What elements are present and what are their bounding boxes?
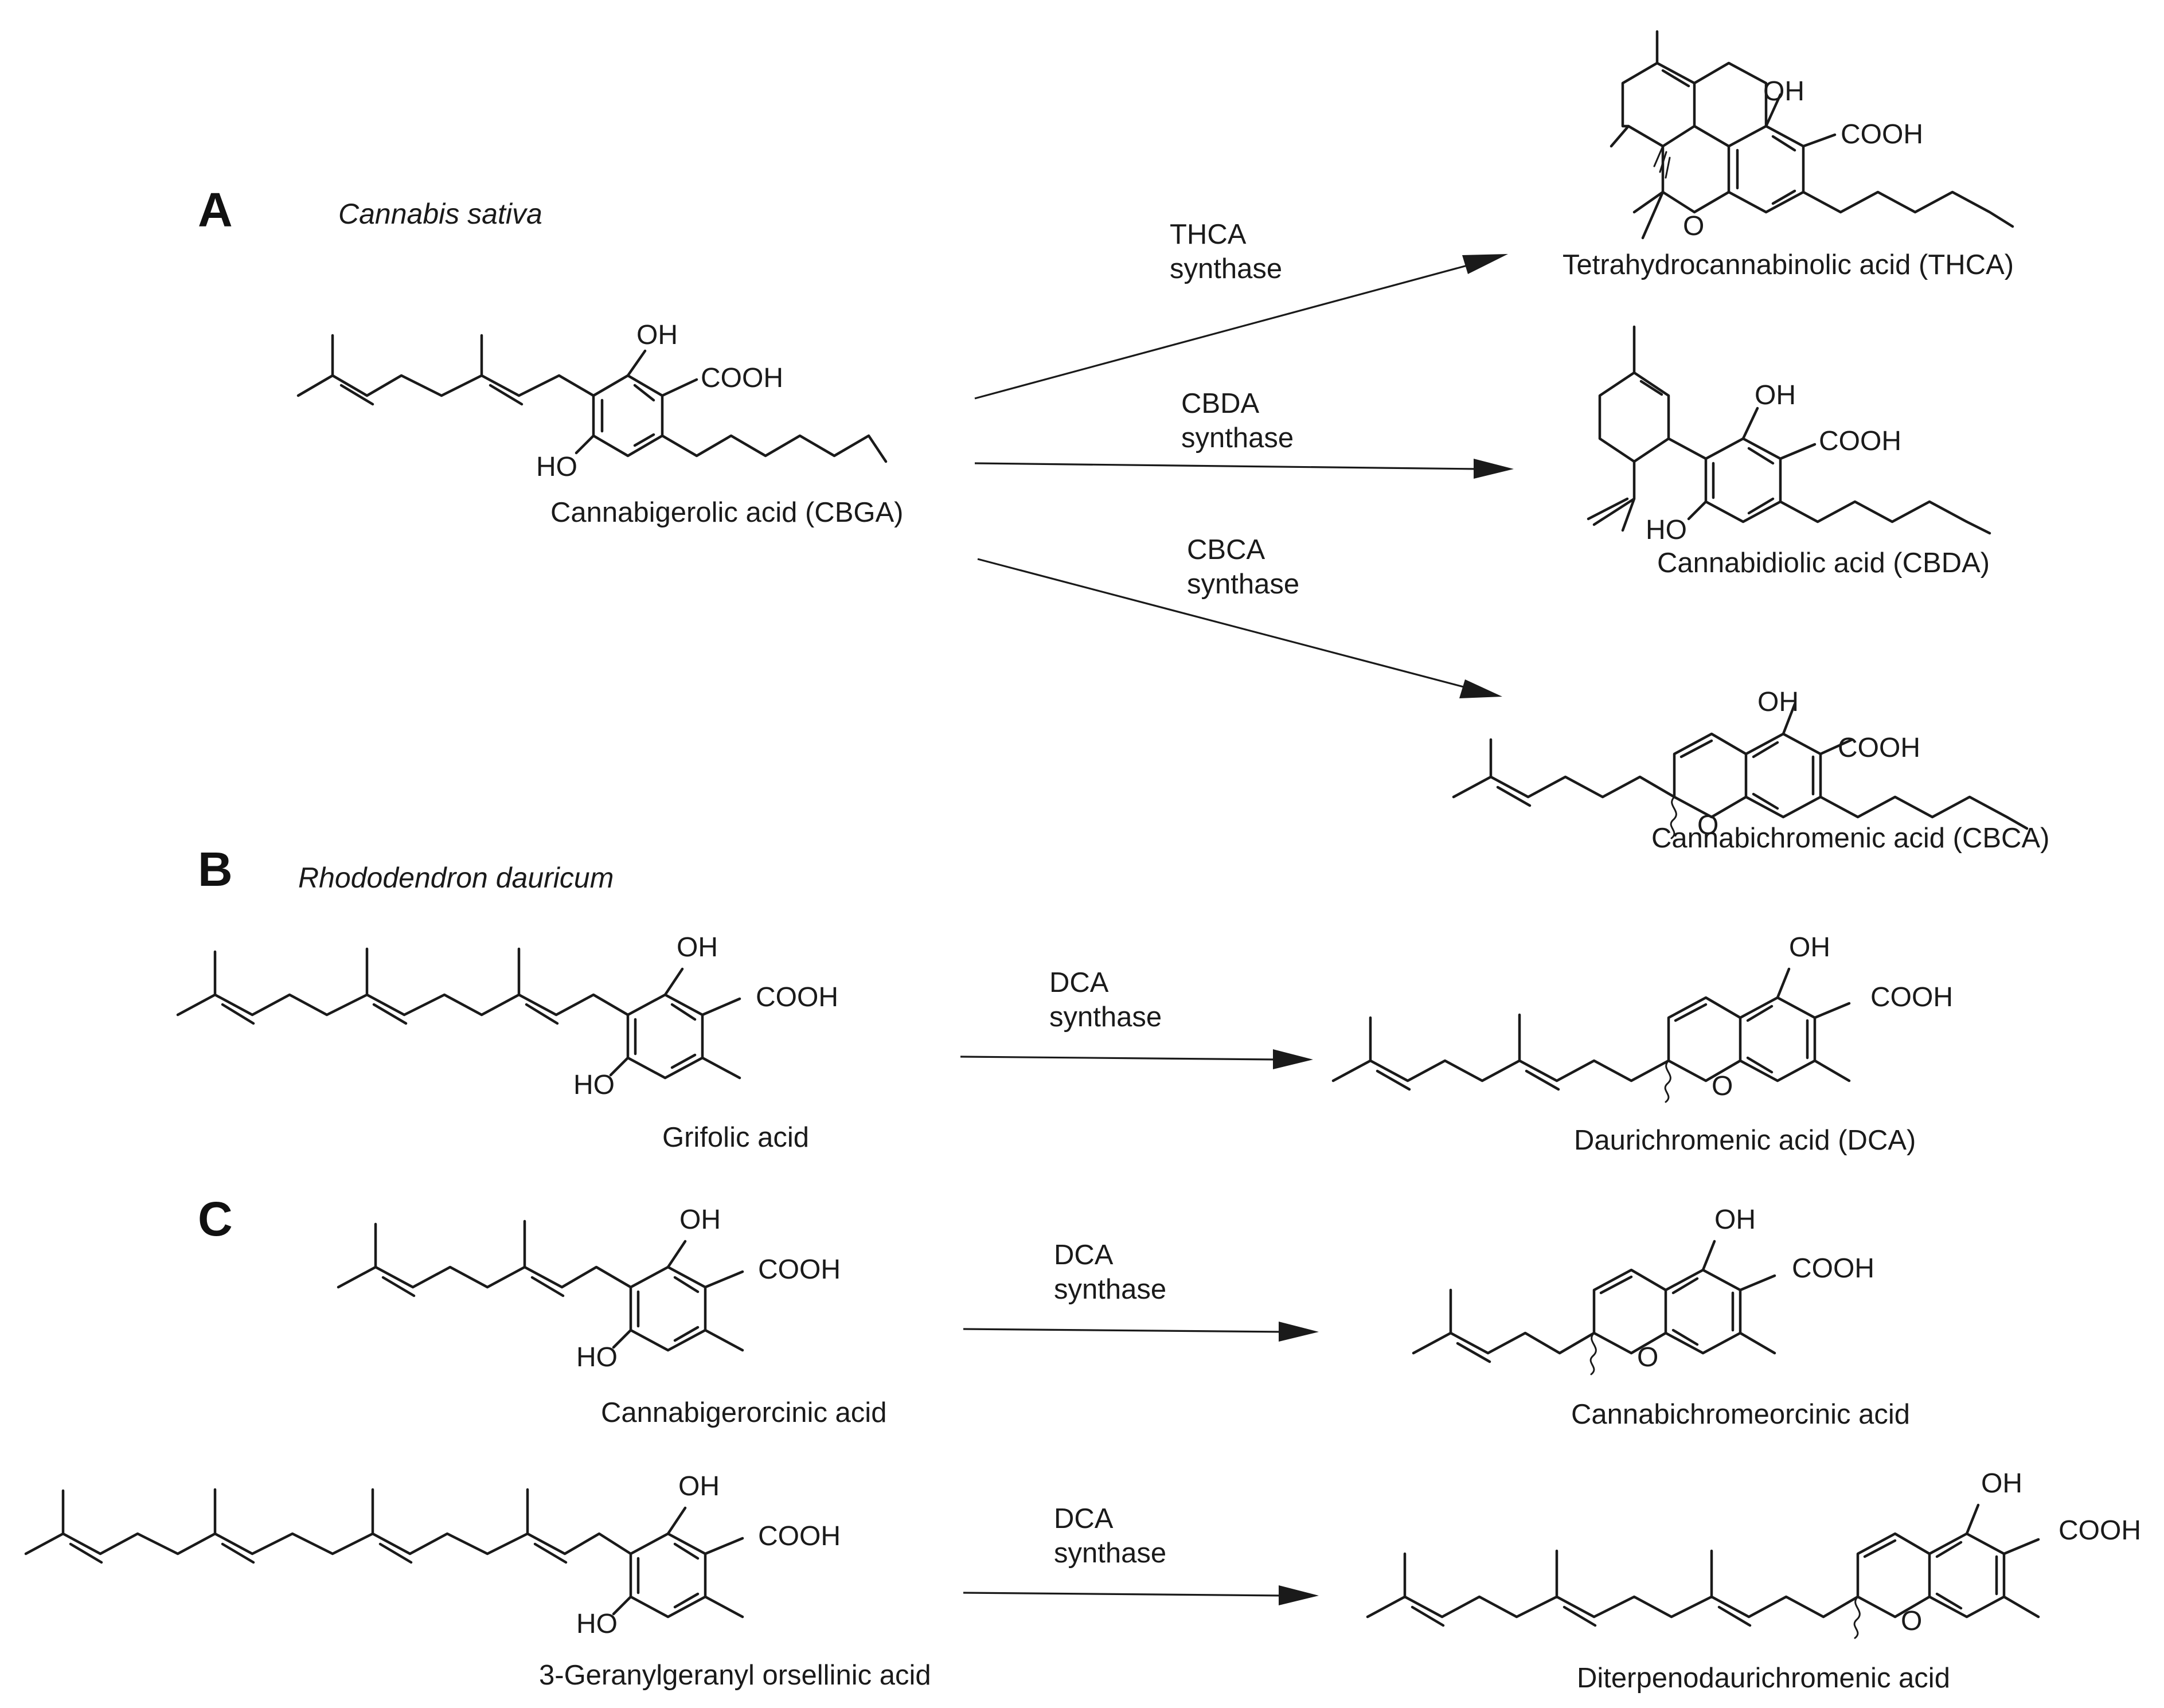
dca-b-enzyme-line1: DCA: [1049, 967, 1109, 998]
cbco-cooh-label: COOH: [1792, 1253, 1874, 1284]
dca-cooh-label: COOH: [1870, 982, 1953, 1013]
cbda-oh-label: OH: [1755, 380, 1796, 411]
grifolic-name: Grifolic acid: [662, 1122, 809, 1153]
cbca-structure: [1452, 702, 2029, 839]
grifolic-structure: [176, 947, 741, 1080]
dca-structure: [1331, 967, 1851, 1103]
cbco-oh-label: OH: [1714, 1205, 1756, 1235]
ggoa-ho-label: HO: [576, 1609, 618, 1639]
panel-a-letter: A: [198, 183, 233, 237]
ddca-structure: [1366, 1503, 2040, 1639]
cbga-oh-label: OH: [636, 320, 678, 350]
cbgo-ho-label: HO: [576, 1342, 618, 1373]
arrow-dca-c2: [963, 1585, 1319, 1605]
arrow-dca-c1: [963, 1322, 1319, 1342]
panel-c-letter: C: [198, 1192, 233, 1246]
cbca-o-label: O: [1697, 810, 1718, 841]
dca-name: Daurichromenic acid (DCA): [1574, 1125, 1916, 1156]
cbga-name: Cannabigerolic acid (CBGA): [550, 497, 904, 528]
thca-oh-label: OH: [1763, 76, 1804, 107]
cbgo-name: Cannabigerorcinic acid: [601, 1397, 886, 1428]
dca-c1-enzyme-line1: DCA: [1054, 1240, 1114, 1271]
cbca-oh-label: OH: [1757, 687, 1799, 717]
cbga-cooh-label: COOH: [701, 363, 783, 393]
cbda-name: Cannabidiolic acid (CBDA): [1657, 548, 1990, 579]
dca-o-label: O: [1712, 1071, 1733, 1101]
cbca-cooh-label: COOH: [1838, 733, 1920, 763]
ddca-cooh-label: COOH: [2058, 1515, 2141, 1546]
cbgo-oh-label: OH: [679, 1205, 721, 1235]
cbga-structure: [296, 334, 888, 463]
cbco-o-label: O: [1637, 1342, 1658, 1373]
grifolic-cooh-label: COOH: [756, 982, 838, 1013]
ddca-name: Diterpenodaurichromenic acid: [1577, 1663, 1950, 1694]
ggoa-cooh-label: COOH: [758, 1521, 841, 1551]
thca-name: Tetrahydrocannabinolic acid (THCA): [1563, 249, 2014, 280]
panel-b-organism: Rhododendron dauricum: [298, 862, 614, 894]
ddca-o-label: O: [1901, 1606, 1922, 1636]
cbda-cooh-label: COOH: [1819, 426, 1901, 456]
dca-c2-enzyme-line1: DCA: [1054, 1503, 1114, 1534]
cbco-name: Cannabichromeorcinic acid: [1571, 1399, 1910, 1430]
arrow-thca: [974, 254, 1508, 400]
cbca-name: Cannabichromenic acid (CBCA): [1651, 823, 2049, 854]
thca-enzyme-line1: THCA: [1170, 219, 1247, 250]
cbda-enzyme-line2: synthase: [1181, 423, 1294, 454]
thca-enzyme-line2: synthase: [1170, 253, 1282, 284]
cbga-ho-label: HO: [536, 452, 577, 482]
dca-c2-enzyme-line2: synthase: [1054, 1538, 1166, 1569]
arrow-cbda: [974, 459, 1514, 479]
arrow-cbca: [977, 558, 1502, 698]
cbco-structure: [1412, 1240, 1776, 1375]
thca-cooh-label: COOH: [1841, 119, 1923, 150]
ggoa-name: 3-Geranylgeranyl orsellinic acid: [539, 1660, 931, 1691]
panel-a-organism: Cannabis sativa: [338, 198, 542, 230]
dca-oh-label: OH: [1789, 932, 1830, 963]
panel-b-letter: B: [198, 842, 233, 896]
cbgo-structure: [337, 1220, 744, 1352]
grifolic-oh-label: OH: [677, 932, 718, 963]
cbda-structure: [1587, 325, 1991, 535]
cbda-enzyme-line1: CBDA: [1181, 388, 1259, 419]
ggoa-oh-label: OH: [678, 1471, 720, 1502]
cbca-enzyme-line2: synthase: [1187, 569, 1299, 600]
thca-structure: [1610, 30, 2014, 240]
dca-b-enzyme-line2: synthase: [1049, 1002, 1162, 1033]
cbda-ho-label: HO: [1646, 515, 1687, 545]
ddca-oh-label: OH: [1981, 1468, 2022, 1499]
dca-c1-enzyme-line2: synthase: [1054, 1274, 1166, 1305]
thca-o-label: O: [1683, 211, 1704, 241]
cbca-enzyme-line1: CBCA: [1187, 534, 1265, 565]
ggoa-structure: [24, 1488, 744, 1619]
arrow-dca-b: [960, 1049, 1313, 1069]
grifolic-ho-label: HO: [573, 1070, 615, 1100]
cbgo-cooh-label: COOH: [758, 1254, 841, 1285]
